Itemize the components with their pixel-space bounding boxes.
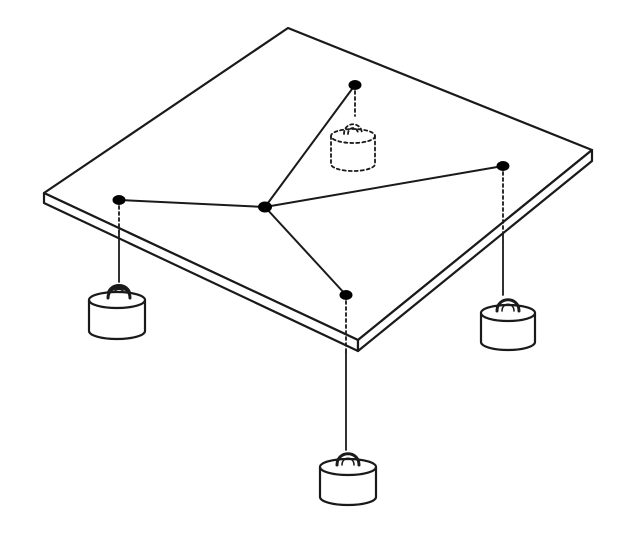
- weight-front-hook-inner: [341, 457, 355, 466]
- weight-front: [318, 452, 378, 507]
- weight-right-top: [479, 303, 537, 323]
- weight-right-body: [479, 311, 537, 352]
- hole-front: [339, 290, 353, 300]
- holes: [112, 80, 510, 300]
- weight-right: [479, 298, 537, 352]
- weight-hidden-hook: [343, 123, 363, 135]
- hole-right: [496, 161, 510, 171]
- string-to-right-hole: [264, 165, 504, 208]
- weight-hidden: [330, 123, 376, 172]
- weight-hidden-body: [330, 135, 376, 172]
- hanging-strings: [118, 231, 504, 451]
- weight-front-body: [318, 465, 378, 507]
- weight-right-hook-inner: [501, 303, 515, 312]
- weight-left-hook-front: [106, 286, 132, 300]
- string-to-back-hole: [264, 84, 356, 208]
- weight-hidden-top: [330, 128, 376, 144]
- weight-hidden-hook-inner: [347, 127, 359, 135]
- table-board: [42, 26, 594, 353]
- weight-right-hook: [495, 298, 521, 313]
- central-knot: [258, 201, 272, 213]
- weight-front-hook: [335, 452, 361, 467]
- string-to-left-hole: [118, 199, 266, 208]
- weight-front-top: [318, 457, 378, 477]
- weight-left-top: [87, 290, 147, 310]
- surface-strings: [118, 84, 504, 296]
- string-to-front-hole: [264, 206, 347, 296]
- weight-left: [87, 284, 147, 341]
- hidden-strings: [118, 84, 504, 353]
- table-edge-right: [356, 148, 594, 353]
- hole-back: [348, 80, 362, 90]
- hole-left: [112, 195, 126, 205]
- weight-left-body: [87, 298, 147, 341]
